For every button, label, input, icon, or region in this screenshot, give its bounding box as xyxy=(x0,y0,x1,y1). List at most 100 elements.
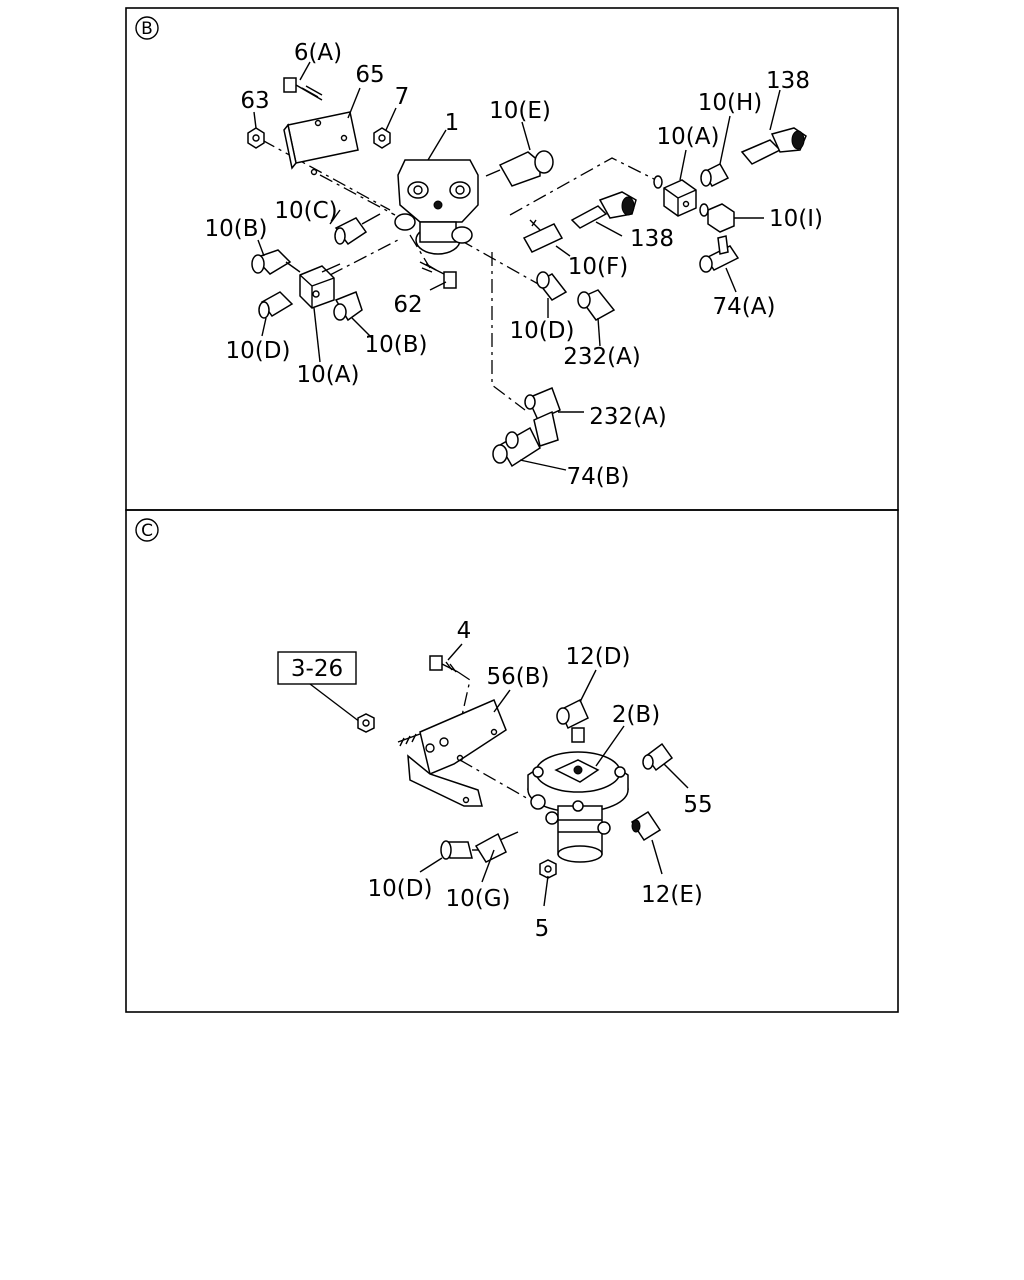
plug-part xyxy=(642,742,674,772)
centerline xyxy=(459,759,531,801)
elbow-fitting-part xyxy=(474,831,519,863)
callout-label: 74(B) xyxy=(567,464,630,490)
callout-label: 5 xyxy=(535,916,550,942)
bolt-part xyxy=(419,261,457,289)
panel-b-marker: B xyxy=(141,19,153,39)
leader-line xyxy=(481,849,495,883)
callout-label: 10(F) xyxy=(568,254,628,280)
hose-part xyxy=(570,191,637,229)
centerline xyxy=(261,139,391,211)
leader-line xyxy=(347,87,361,119)
callout-label: 62 xyxy=(393,292,422,318)
leader-line xyxy=(595,221,623,237)
fitting-part xyxy=(334,213,381,246)
hose-part xyxy=(740,127,807,165)
leader-line xyxy=(429,281,447,291)
stud-part xyxy=(397,733,421,747)
bracket-part xyxy=(283,111,359,176)
leader-line xyxy=(769,89,781,131)
centerline xyxy=(459,239,541,286)
leader-line xyxy=(253,111,257,129)
block-fitting-part xyxy=(653,175,697,217)
callout-label: 10(B) xyxy=(205,216,268,242)
leader-line xyxy=(261,317,267,337)
centerline xyxy=(329,239,399,276)
fitting-part xyxy=(522,219,564,253)
panel-c-frame xyxy=(125,509,899,1013)
fitting-part xyxy=(440,840,484,860)
bolt-part xyxy=(283,77,323,101)
callout-label: 2(B) xyxy=(612,702,660,728)
centerline xyxy=(451,671,471,761)
nut-part xyxy=(247,127,265,149)
panel-b-marker-circle xyxy=(135,16,159,40)
valve-part xyxy=(527,751,629,863)
centerline xyxy=(509,157,661,216)
fitting-part xyxy=(258,291,294,319)
leader-line xyxy=(679,149,687,181)
callout-label: 1 xyxy=(445,110,460,136)
leader-line xyxy=(299,61,311,81)
callout-label: 232(A) xyxy=(563,344,641,370)
callout-label: 138 xyxy=(630,226,674,252)
callout-label: 4 xyxy=(457,618,472,644)
panel-c: C 3-26 xyxy=(125,509,899,1013)
fitting-part xyxy=(536,271,568,301)
leader-line xyxy=(555,245,571,257)
callout-label: 10(I) xyxy=(769,206,823,232)
block-fitting-part xyxy=(299,263,341,309)
bolt-part xyxy=(429,655,459,673)
centerline xyxy=(409,234,431,269)
leader-line xyxy=(521,121,531,151)
callout-label: 65 xyxy=(355,62,384,88)
leader-line xyxy=(663,763,689,789)
callout-label: 55 xyxy=(683,792,712,818)
elbow-fitting-part xyxy=(251,249,301,275)
callout-label: 138 xyxy=(766,68,810,94)
callout-label: 7 xyxy=(395,84,410,110)
callout-label: 12(E) xyxy=(641,882,703,908)
callout-label: 12(D) xyxy=(566,644,631,670)
leader-line xyxy=(543,875,549,907)
reference-box xyxy=(277,651,357,685)
nut-part xyxy=(539,859,557,879)
callout-label: 10(D) xyxy=(368,876,433,902)
panel-c-marker: C xyxy=(141,521,153,541)
leader-line xyxy=(309,683,361,723)
leader-line xyxy=(257,239,265,257)
callout-label: 56(B) xyxy=(487,664,550,690)
leader-line xyxy=(519,459,567,471)
callout-label: 10(D) xyxy=(226,338,291,364)
leader-line xyxy=(719,115,731,165)
panel-c-marker-circle xyxy=(135,518,159,542)
reference-box-label: 3-26 xyxy=(291,656,343,682)
callout-label: 10(G) xyxy=(445,886,510,912)
tee-fitting-part xyxy=(699,235,740,273)
callout-label: 6(A) xyxy=(294,40,342,66)
elbow-fitting-part xyxy=(556,698,589,743)
fitting-part xyxy=(700,163,730,187)
elbow-fitting-part xyxy=(492,426,541,468)
leader-line xyxy=(579,669,597,703)
nut-part xyxy=(373,127,391,149)
leader-line xyxy=(351,317,373,339)
elbow-fitting-part xyxy=(630,810,662,842)
callout-label: 74(A) xyxy=(713,294,776,320)
sleeve-part xyxy=(577,289,616,321)
panel-b: B xyxy=(125,7,899,511)
callout-label: 10(E) xyxy=(489,98,551,124)
leader-line xyxy=(427,129,447,161)
leader-line xyxy=(447,643,463,661)
callout-label: 10(A) xyxy=(657,124,720,150)
leader-line xyxy=(725,267,737,293)
leader-line xyxy=(493,689,511,713)
leader-line xyxy=(329,209,341,225)
callout-label: 10(B) xyxy=(365,332,428,358)
leader-line xyxy=(313,307,321,363)
callout-label: 10(A) xyxy=(297,362,360,388)
valve-part xyxy=(394,159,479,255)
bracket-part xyxy=(407,699,507,807)
leader-line xyxy=(597,317,601,347)
leader-line xyxy=(419,857,443,873)
